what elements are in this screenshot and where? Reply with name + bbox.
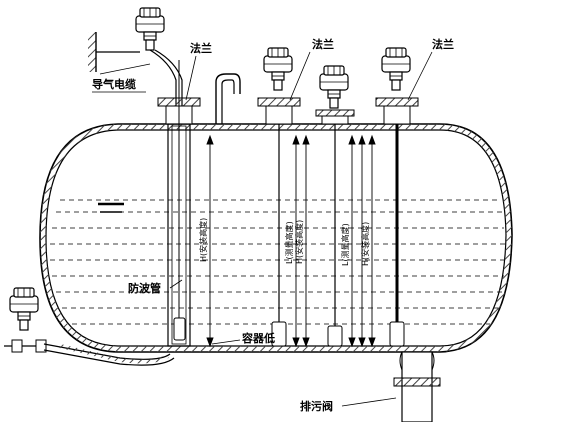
transmitter-icon — [319, 65, 349, 109]
ground-hatch-icon — [88, 32, 96, 72]
label-flange-left: 法兰 — [190, 41, 212, 55]
probe-2-assembly — [315, 65, 355, 347]
label-l-measure-1: L(测量高度) — [284, 221, 294, 264]
transmitter-icon — [381, 47, 411, 91]
label-guide-cable: 导气电缆 — [92, 77, 136, 91]
transmitter-icon — [9, 287, 39, 331]
vessel-shell — [39, 123, 513, 353]
label-wave-tube: 防波管 — [128, 281, 161, 295]
label-flange-right: 法兰 — [432, 37, 454, 51]
side-transmitter-assembly — [4, 287, 175, 366]
left-transmitter-assembly — [88, 7, 183, 110]
liquid-lines — [50, 199, 505, 325]
label-flange-mid: 法兰 — [312, 37, 334, 51]
label-h-install-1: H(安装高度) — [198, 218, 208, 262]
leader-lines — [169, 51, 433, 407]
wave-tube-assembly — [157, 60, 241, 347]
label-h-install-3: H(安装高度) — [360, 222, 370, 266]
probe-3-assembly — [375, 47, 419, 347]
level-marker — [98, 202, 124, 213]
probe-1-assembly — [257, 47, 301, 347]
label-vessel-bottom: 容器低 — [241, 331, 275, 345]
transmitter-icon — [135, 7, 165, 51]
label-l-measure-2: L(测量高度) — [340, 223, 350, 266]
valve-icon — [11, 339, 23, 353]
dimension-arrows — [206, 134, 376, 348]
drain-assembly — [393, 351, 441, 422]
transmitter-icon — [263, 47, 293, 91]
label-h-install-2: H(安装高度) — [294, 220, 304, 264]
valve-icon — [35, 339, 47, 353]
label-drain-valve: 排污阀 — [300, 399, 333, 413]
